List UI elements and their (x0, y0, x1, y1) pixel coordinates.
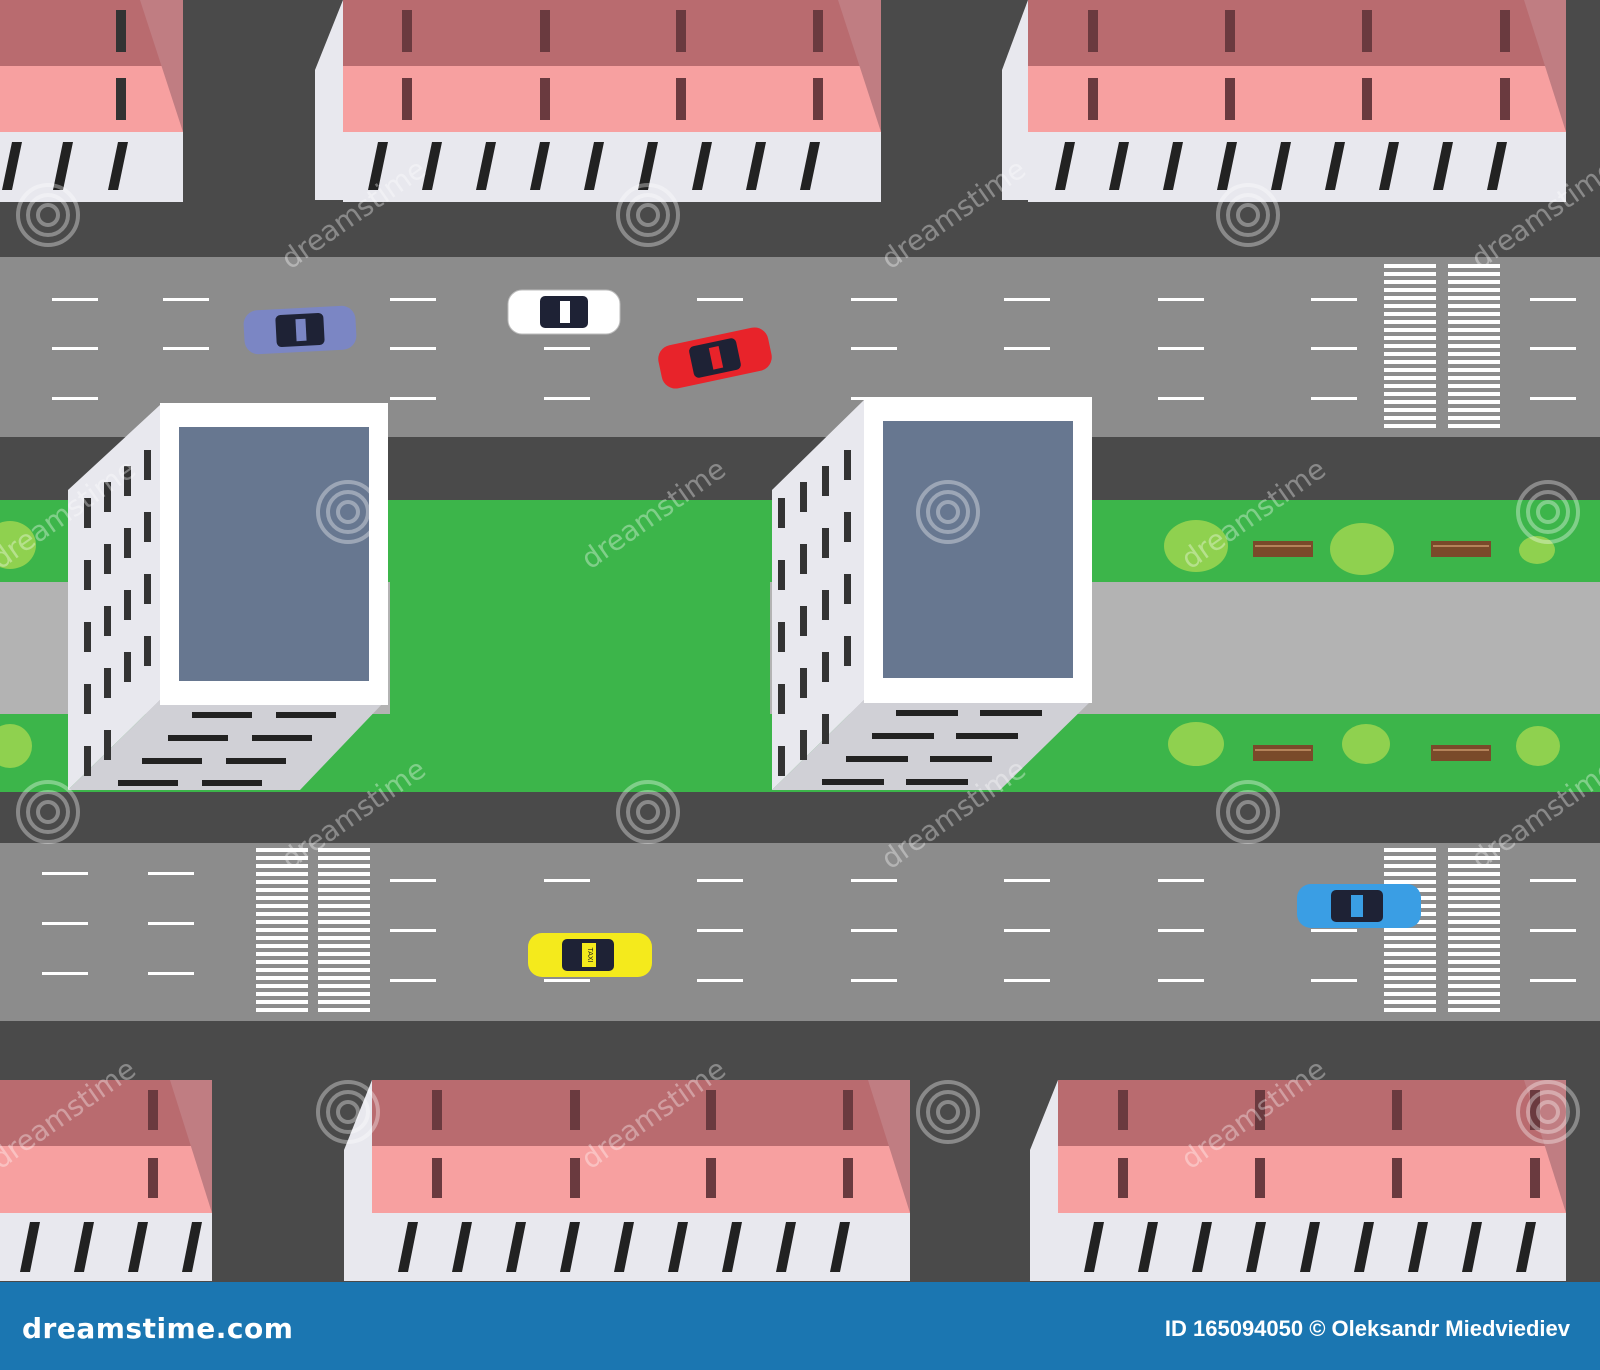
stock-footer-bar: dreamstime.com ID 165094050 © Oleksandr … (0, 1282, 1600, 1370)
lower-road-lane-marks (42, 872, 1576, 982)
bushes (0, 520, 1560, 768)
lower-crosswalk-2 (318, 846, 370, 1014)
red-car (658, 327, 772, 389)
house-top-center (315, 0, 881, 202)
white-car (507, 289, 621, 335)
lower-crosswalk-1 (256, 846, 308, 1014)
tower-right (772, 397, 1092, 790)
yellow-taxi: TAXI (528, 933, 652, 977)
upper-crosswalk-right (1448, 263, 1500, 431)
top-houses (0, 0, 1566, 202)
cars: TAXI (243, 289, 1421, 977)
benches (1253, 541, 1491, 761)
blue-violet-car (243, 305, 357, 355)
central-lawn (390, 500, 770, 792)
city-map-svg: TAXI dreamstime dreamstime dreamstime dr… (0, 0, 1600, 1282)
lower-road (0, 843, 1600, 1021)
house-top-left (0, 0, 183, 202)
tower-left (68, 403, 388, 790)
watermark-spirals (16, 183, 1580, 1144)
lower-crosswalk-4 (1448, 846, 1500, 1014)
footer-credit-text: ID 165094050 © Oleksandr Miedviediev (1164, 1316, 1570, 1341)
house-bottom-right (1030, 1080, 1566, 1281)
lower-crosswalk-3 (1384, 846, 1436, 1014)
house-bottom-center (344, 1080, 910, 1281)
upper-crosswalk-left (1384, 263, 1436, 431)
house-top-right (1002, 0, 1566, 202)
bottom-houses (0, 1080, 1566, 1281)
blue-car (1297, 884, 1421, 928)
footer-brand-text: dreamstime.com (22, 1312, 294, 1345)
taxi-roof-label: TAXI (586, 947, 593, 962)
house-bottom-left (0, 1080, 212, 1281)
